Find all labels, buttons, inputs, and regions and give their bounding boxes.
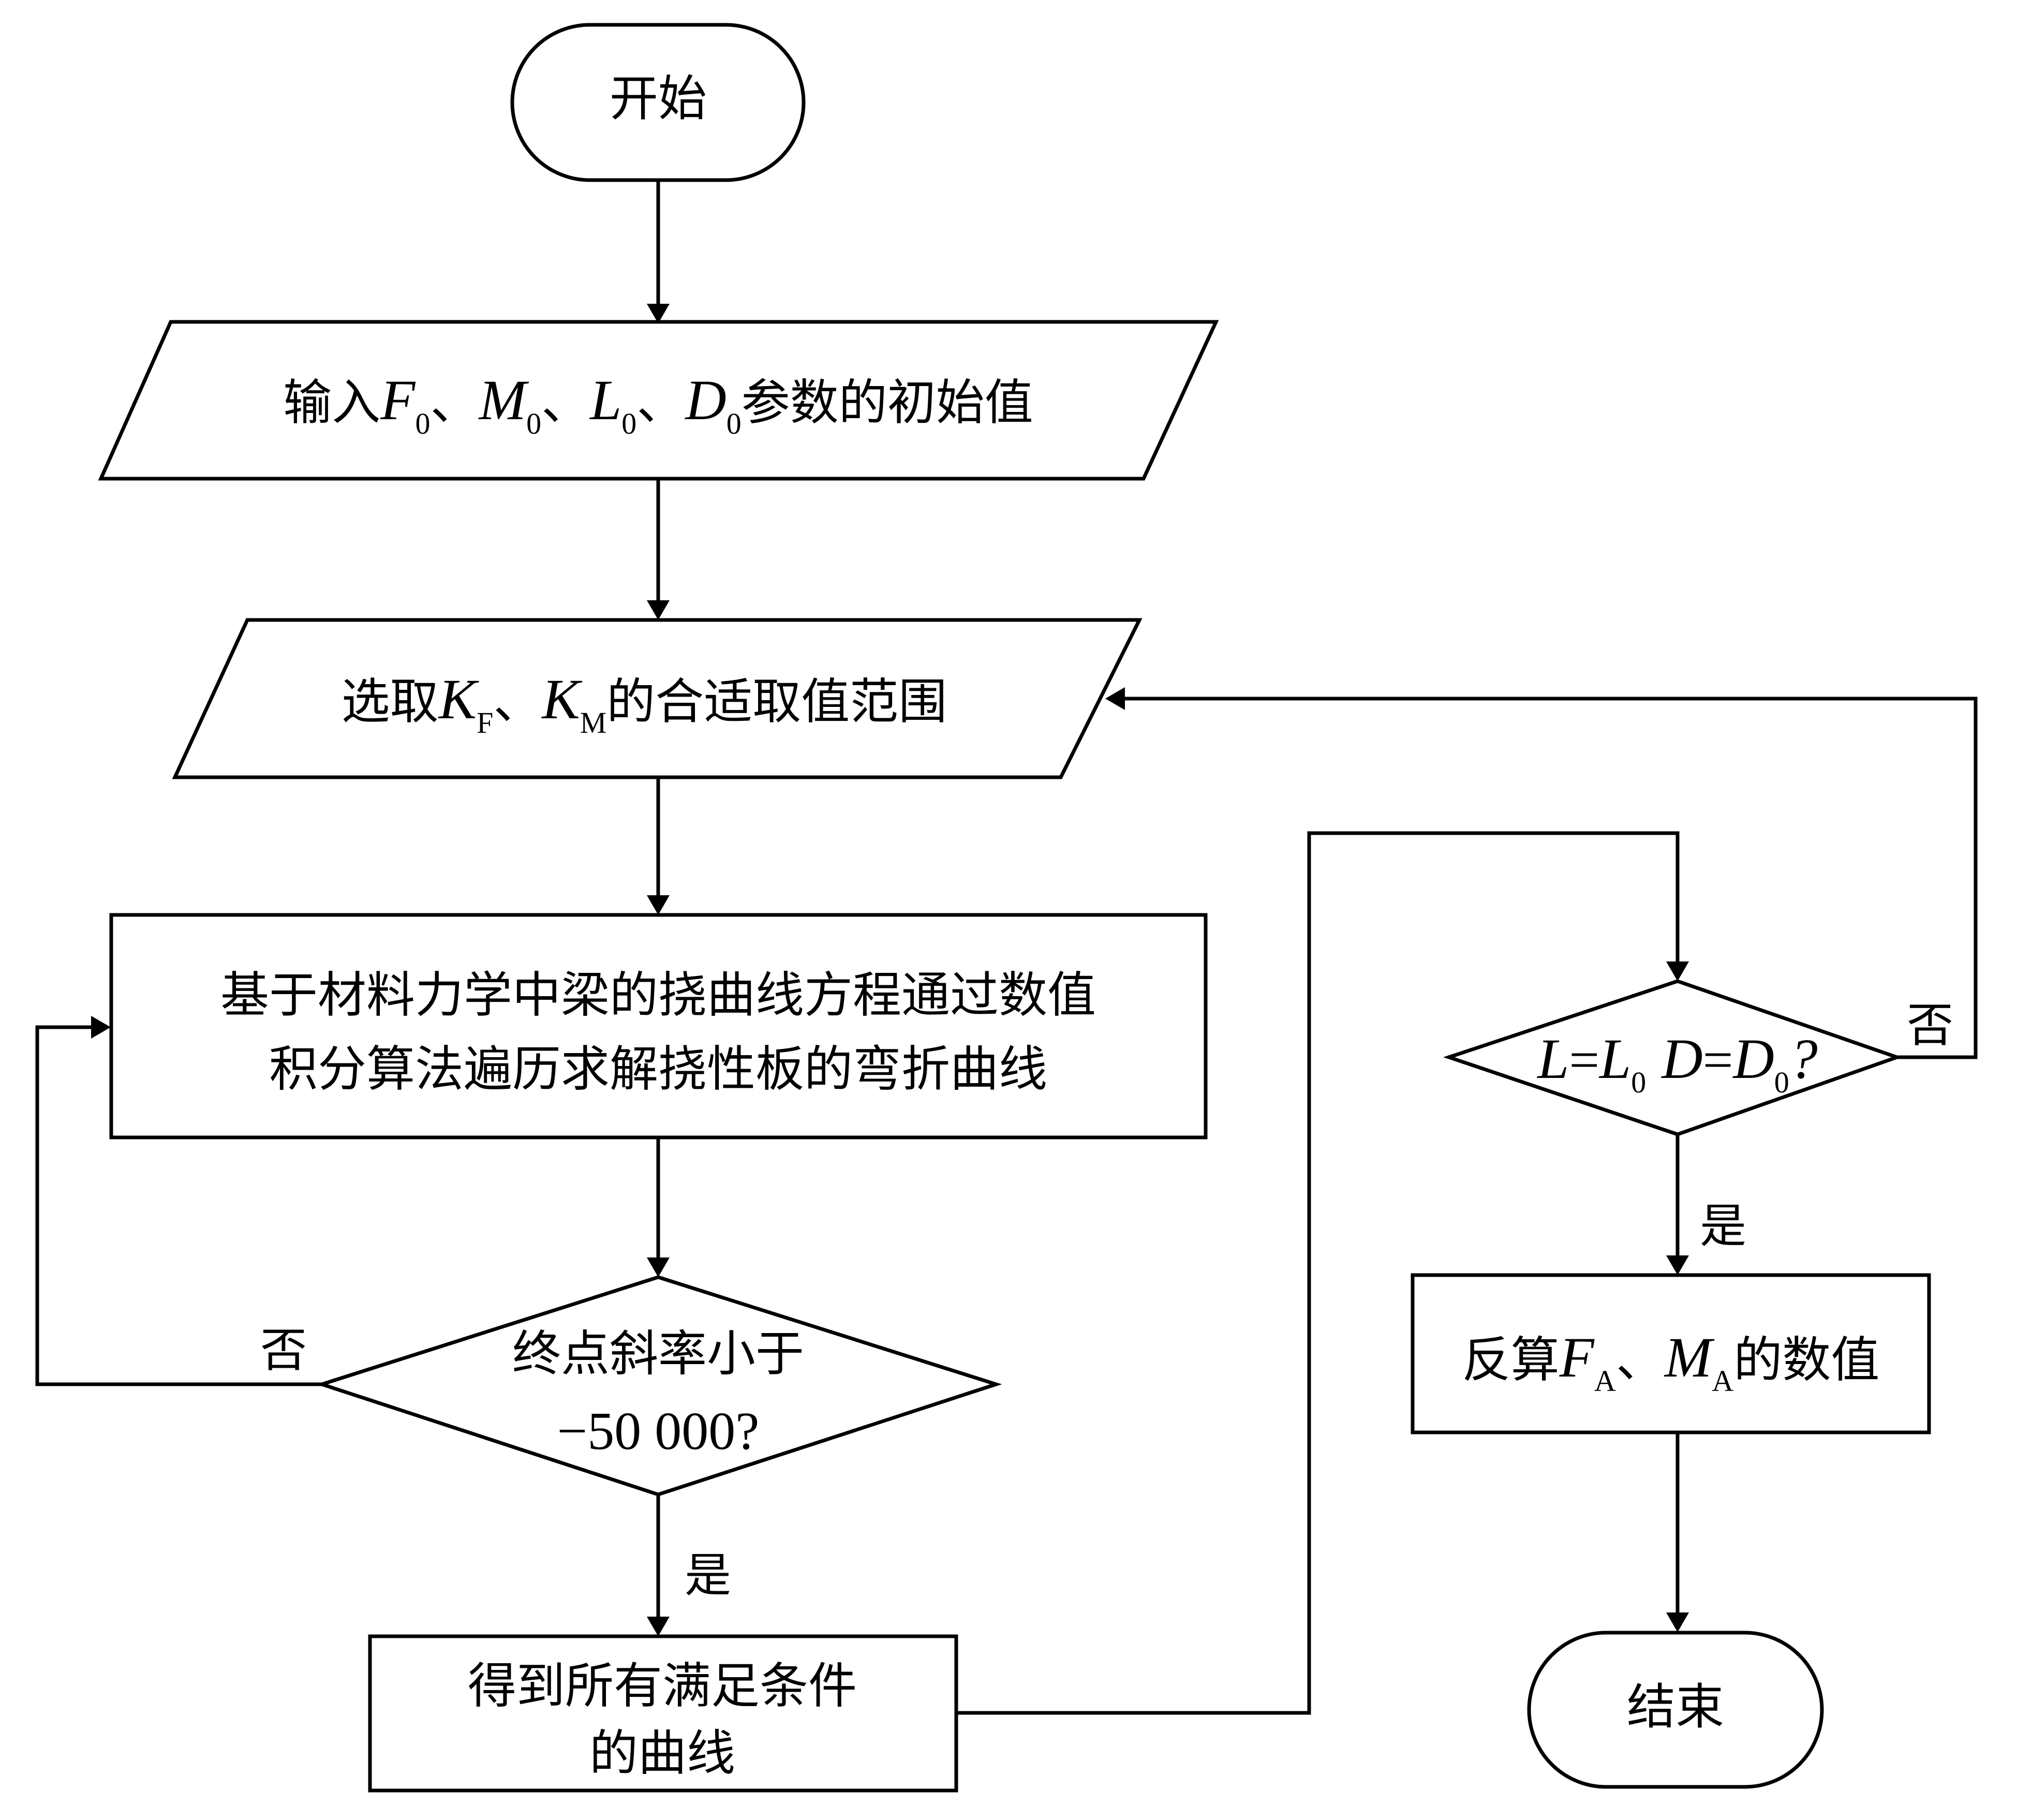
arrowhead-compute [647,895,670,915]
end-terminal-shape [1527,1631,1824,1789]
start-label: 开始 [610,70,707,127]
edge-collect-to-match [956,831,1680,1715]
input-parallelogram [98,320,1219,481]
slope-decision-line-2: −50 000? [557,1401,760,1461]
input-node: 输入F0、M0、L0、D0参数的初始值 [98,320,1219,481]
collect-line-2: 的曲线 [589,1725,735,1782]
back-calc-text: 反算FA、MA的数值 [1462,1326,1880,1398]
collect-node: 得到所有满足条件 的曲线 [368,1634,958,1793]
slope-decision-node: 终点斜率小于 −50 000? [316,1275,1002,1497]
input-text: 输入F0、M0、L0、D0参数的初始值 [283,368,1033,440]
match-decision-diamond [1443,979,1903,1136]
edge-labels: 否 是 否 是 [260,998,1953,1603]
arrowhead-select-loop [1105,687,1125,710]
back-calc-process-shape [1411,1273,1931,1434]
select-node: 选取KF、KM的合适取值范围 [172,618,1143,779]
arrowhead-compute-loop [91,1016,111,1039]
start-node: 开始 [510,23,806,182]
select-parallelogram [172,618,1143,779]
edge-match-no-loop [1124,697,1978,1059]
slope-no-label: 否 [260,1323,307,1378]
arrowhead-slope [647,1257,670,1277]
arrowhead-collect [647,1617,670,1636]
slope-yes-label: 是 [685,1548,731,1603]
arrowhead-end [1666,1612,1689,1632]
arrowhead-backcalc [1666,1255,1689,1275]
slope-decision-line-1: 终点斜率小于 [512,1326,804,1382]
match-no-label: 否 [1907,998,1953,1053]
end-label: 结束 [1627,1679,1724,1735]
compute-process-shape [109,913,1208,1140]
compute-line-2: 积分算法遍历求解挠性板的弯折曲线 [269,1041,1047,1098]
arrowhead-select [647,600,670,620]
collect-process-shape [368,1634,958,1793]
compute-node: 基于材料力学中梁的挠曲线方程通过数值 积分算法遍历求解挠性板的弯折曲线 [109,913,1208,1140]
select-text: 选取KF、KM的合适取值范围 [342,668,947,739]
start-terminal-shape [510,23,806,182]
edge-slope-no-loop [35,1025,322,1386]
slope-decision-diamond [316,1275,1002,1497]
arrowhead-input [647,304,670,323]
match-yes-label: 是 [1700,1199,1746,1253]
compute-line-1: 基于材料力学中梁的挠曲线方程通过数值 [220,967,1096,1024]
collect-line-1: 得到所有满足条件 [468,1658,857,1714]
arrowhead-match [1666,961,1689,981]
edges [35,180,1978,1715]
end-node: 结束 [1527,1631,1824,1789]
back-calc-node: 反算FA、MA的数值 [1411,1273,1931,1434]
